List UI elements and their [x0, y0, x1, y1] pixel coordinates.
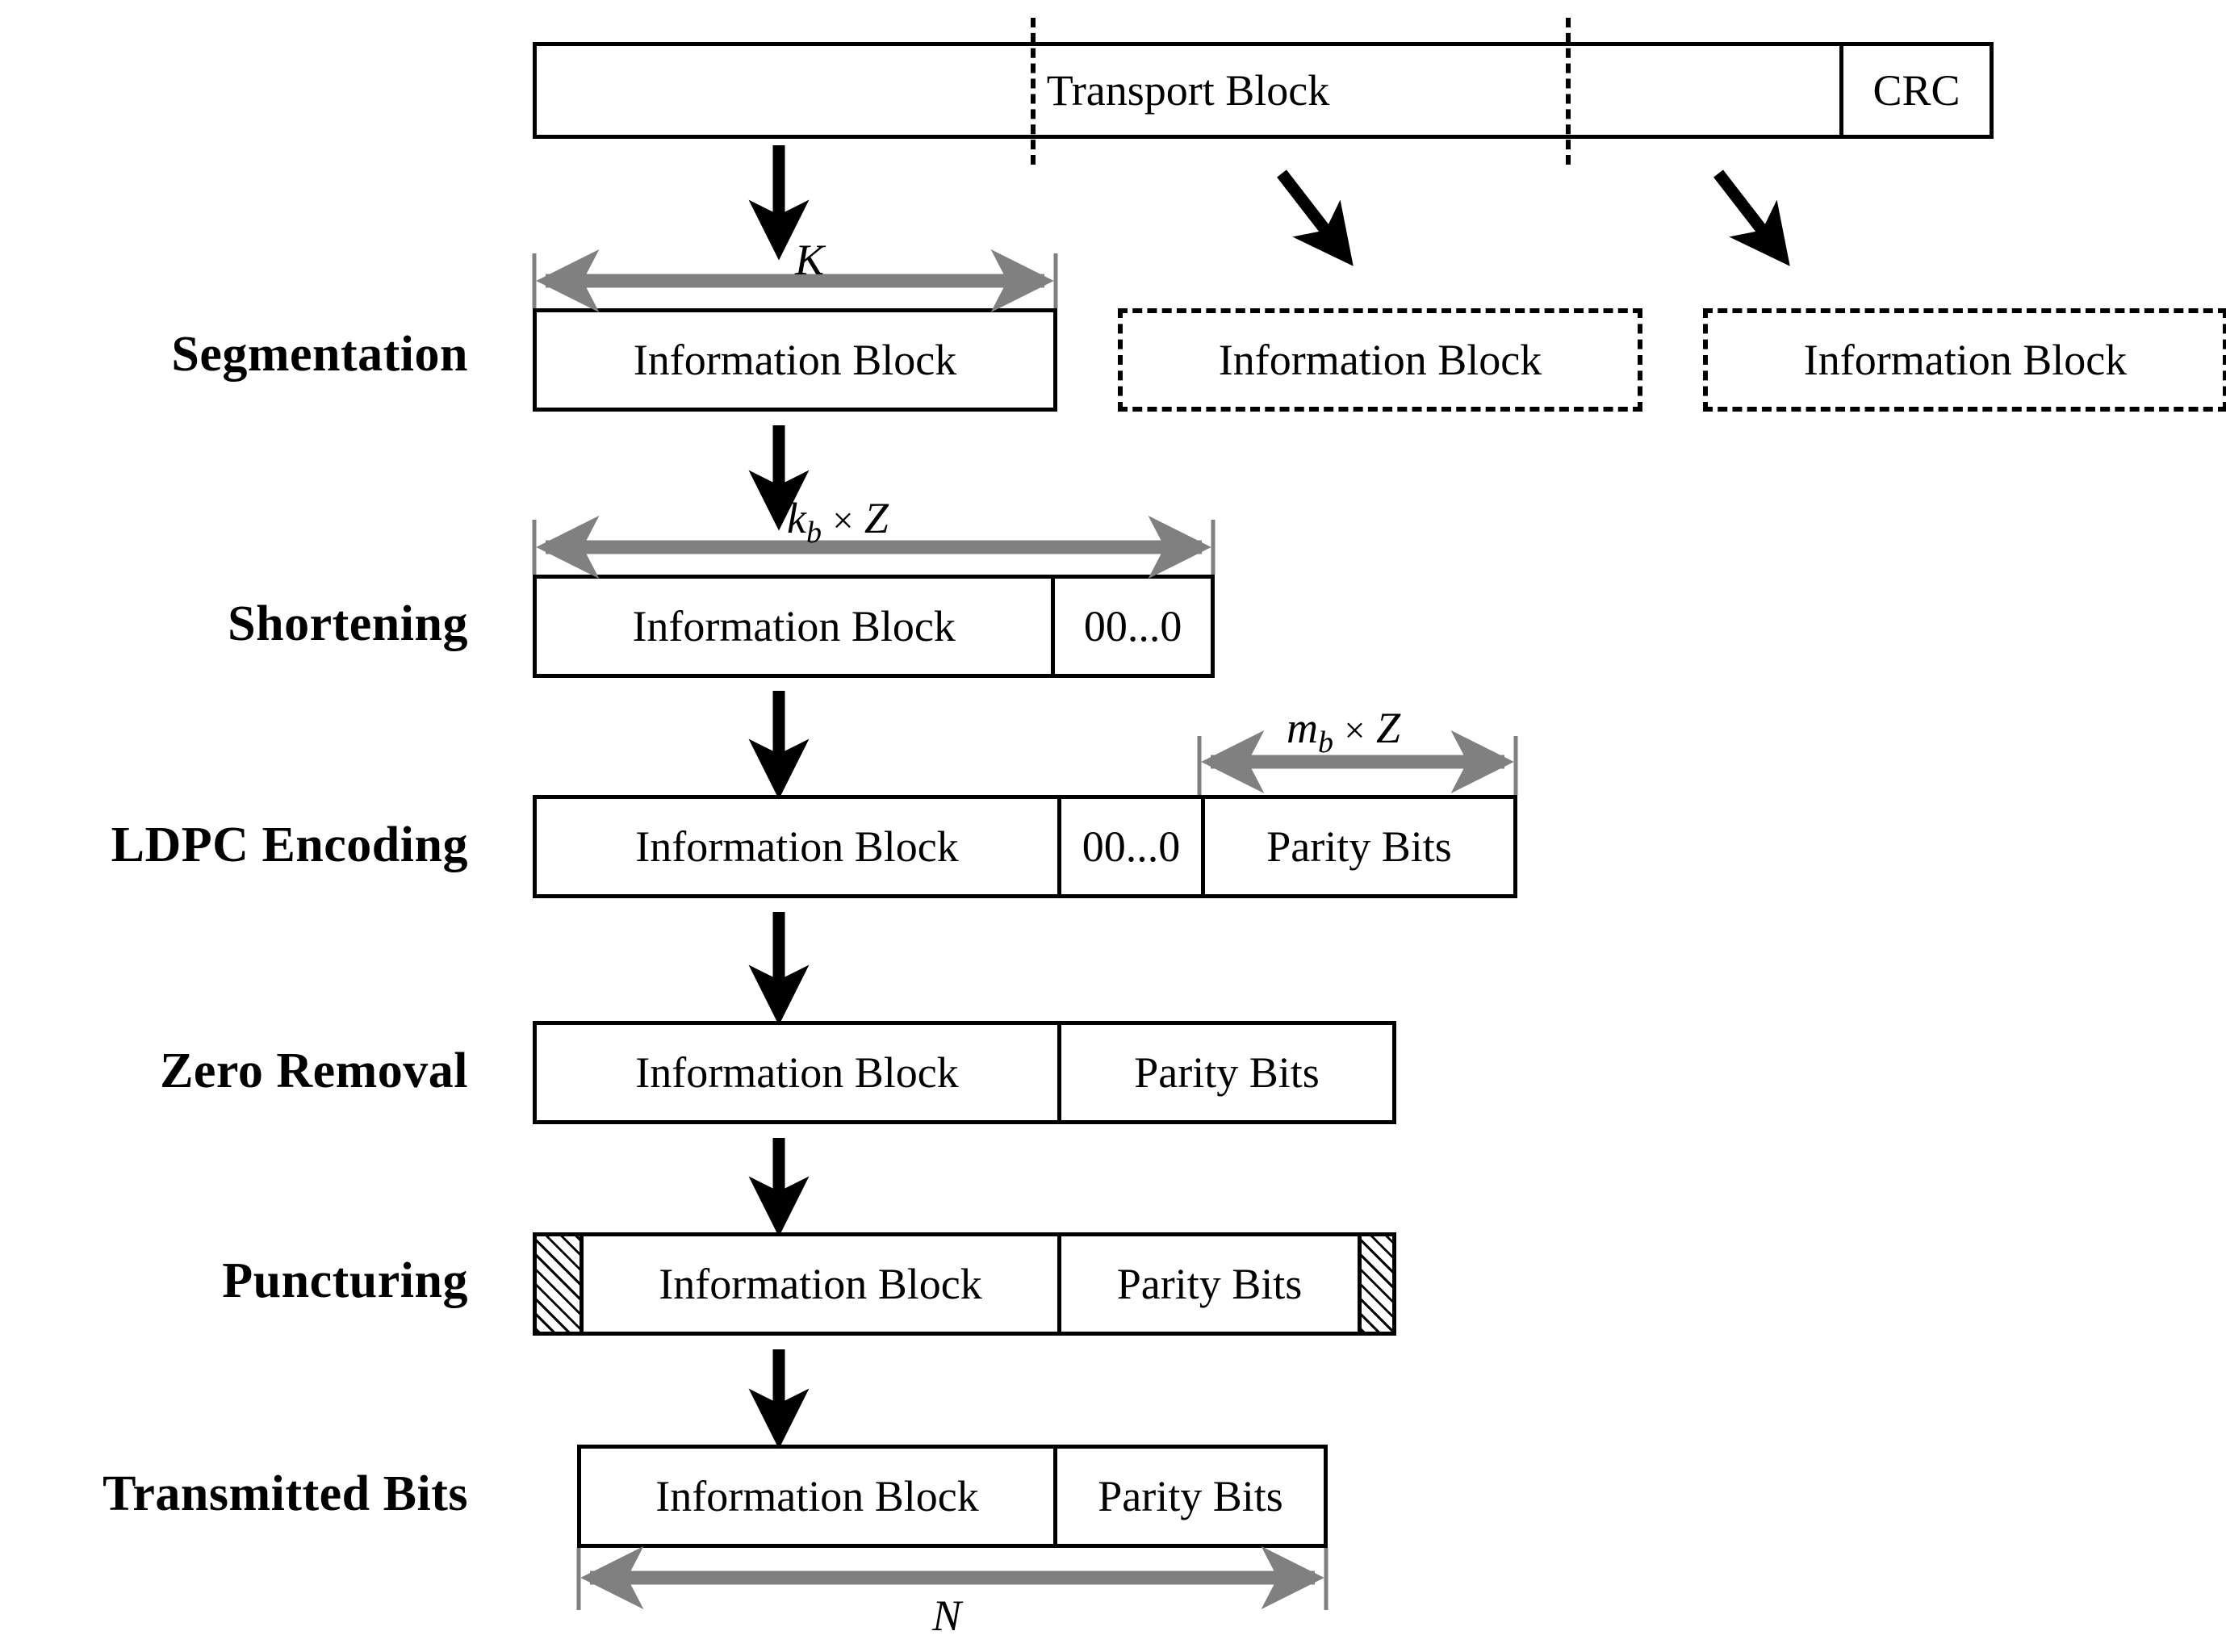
ldpc-encoding-row: Information Block 00...0 Parity Bits	[533, 795, 1517, 898]
dimension-label-mb-times-Z: mb × Z	[1287, 706, 1400, 758]
dimension-kb-operator: ×	[832, 500, 854, 541]
information-block-label: Information Block	[635, 822, 959, 871]
punctured-segment-left	[537, 1236, 580, 1332]
dimension-kb-symbol: k	[787, 494, 806, 542]
information-block-label: Information Block	[1803, 336, 2128, 384]
information-block-label: Information Block	[633, 336, 957, 384]
information-block-cell: Information Block	[537, 1025, 1057, 1120]
dimension-mb-factor: Z	[1375, 704, 1400, 752]
dimension-label-K: K	[795, 238, 824, 282]
stage-label-zero-removal-text: Zero Removal	[160, 1043, 468, 1098]
information-block-label: Information Block	[1218, 336, 1542, 384]
transmitted-bits-row: Information Block Parity Bits	[577, 1445, 1328, 1548]
branch-arrow-to-dashed-block-2	[1713, 169, 1790, 266]
dimension-mb-subscript: b	[1318, 725, 1333, 759]
zeros-cell: 00...0	[1051, 579, 1211, 674]
transport-block-divider-2	[1566, 18, 1571, 165]
crc-cell: CRC	[1839, 46, 1990, 135]
zero-removal-row: Information Block Parity Bits	[533, 1021, 1396, 1124]
stage-label-puncturing-text: Puncturing	[222, 1253, 468, 1308]
segmentation-block-dashed-1: Information Block	[1118, 308, 1642, 412]
crc-label: CRC	[1872, 66, 1960, 115]
stage-label-ldpc-encoding: LDPC Encoding	[16, 820, 468, 870]
punctured-segment-right	[1358, 1236, 1392, 1332]
parity-bits-cell: Parity Bits	[1053, 1449, 1324, 1544]
stage-label-transmitted-bits: Transmitted Bits	[16, 1469, 468, 1519]
transport-block-bar: Transport Block CRC	[533, 42, 1994, 139]
information-block-cell: Information Block	[581, 1449, 1053, 1544]
dimension-label-N: N	[932, 1594, 961, 1637]
zeros-label: 00...0	[1083, 602, 1182, 650]
dimension-mb-operator: ×	[1344, 709, 1366, 751]
dimension-kb-factor: Z	[864, 494, 889, 542]
information-block-label: Information Block	[632, 602, 956, 650]
stage-label-transmitted-bits-text: Transmitted Bits	[103, 1466, 468, 1521]
parity-bits-cell: Parity Bits	[1201, 799, 1513, 894]
information-block-cell: Information Block	[537, 579, 1052, 674]
dimension-kb-subscript: b	[805, 515, 822, 550]
stage-label-segmentation: Segmentation	[48, 329, 468, 379]
information-block-label: Information Block	[655, 1472, 979, 1520]
transport-block-label: Transport Block	[1046, 66, 1330, 115]
stage-label-shortening: Shortening	[48, 599, 468, 649]
parity-bits-label: Parity Bits	[1116, 1260, 1303, 1308]
information-block-cell: Information Block	[580, 1236, 1057, 1332]
dimension-mb-symbol: m	[1287, 704, 1318, 752]
segmentation-block-solid: Information Block	[533, 308, 1057, 412]
information-block-label: Information Block	[635, 1048, 959, 1097]
stage-label-puncturing: Puncturing	[48, 1256, 468, 1306]
stage-label-zero-removal: Zero Removal	[48, 1046, 468, 1096]
parity-bits-label: Parity Bits	[1134, 1048, 1320, 1097]
parity-bits-label: Parity Bits	[1266, 822, 1452, 871]
dimension-label-N-text: N	[932, 1591, 962, 1640]
information-block-cell: Information Block	[537, 799, 1057, 894]
shortening-row: Information Block 00...0	[533, 575, 1215, 678]
parity-bits-cell: Parity Bits	[1057, 1236, 1358, 1332]
segmentation-branch-arrow-group	[1277, 169, 1790, 266]
branch-arrow-to-dashed-block-1	[1277, 169, 1354, 266]
segmentation-block-dashed-2: Information Block	[1703, 308, 2226, 412]
parity-bits-cell: Parity Bits	[1057, 1025, 1392, 1120]
information-block-cell: Information Block	[537, 312, 1053, 408]
information-block-label: Information Block	[659, 1260, 982, 1308]
stage-label-ldpc-encoding-text: LDPC Encoding	[111, 818, 468, 872]
transport-block-divider-1	[1031, 18, 1036, 165]
parity-bits-label: Parity Bits	[1098, 1472, 1283, 1520]
dimension-label-K-text: K	[795, 236, 825, 284]
zeros-label: 00...0	[1082, 822, 1181, 871]
transport-block-cell: Transport Block	[537, 46, 1840, 135]
zeros-cell: 00...0	[1057, 799, 1201, 894]
stage-label-shortening-text: Shortening	[228, 596, 468, 651]
dimension-label-kb-times-Z: kb × Z	[787, 496, 889, 548]
stage-label-segmentation-text: Segmentation	[171, 327, 468, 382]
puncturing-row: Information Block Parity Bits	[533, 1232, 1396, 1336]
